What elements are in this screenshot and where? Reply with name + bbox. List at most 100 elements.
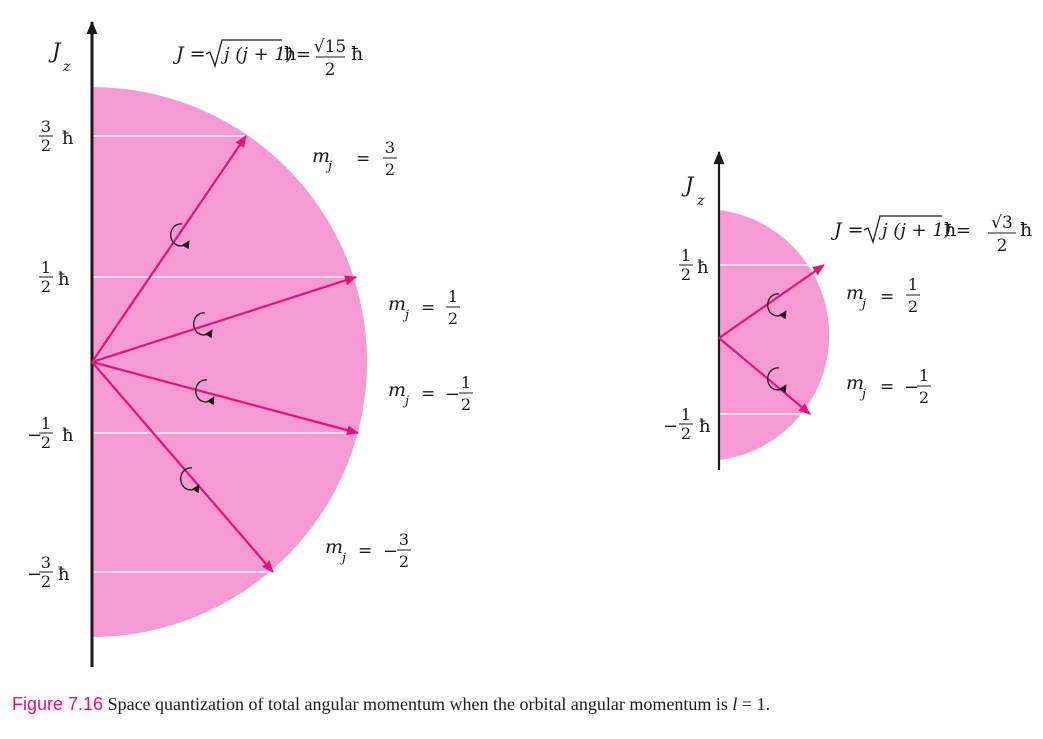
svg-text:2: 2 <box>919 388 929 407</box>
left-diagram: J z J = j (j + 1) ħ = √15 2 ħ 3 2 ħ 1 <box>27 20 473 667</box>
tick-label-1-2: 1 2 ħ <box>679 246 709 284</box>
right-diagram: J z J = j (j + 1) ħ = √3 2 ħ 1 2 ħ − 1 <box>663 150 1032 470</box>
formula-hbar: ħ <box>944 219 956 241</box>
svg-text:1: 1 <box>681 405 691 424</box>
formula-num: √3 <box>991 213 1013 233</box>
svg-text:2: 2 <box>461 395 471 414</box>
mj-label-1-2: m j = 1 2 <box>388 287 460 328</box>
svg-text:=: = <box>421 298 435 318</box>
left-angular-momentum-vectors <box>91 135 359 573</box>
left-level-lines <box>92 135 358 573</box>
vector-m-neg-1-2 <box>91 360 359 435</box>
svg-text:1: 1 <box>461 373 471 392</box>
svg-text:2: 2 <box>681 424 691 443</box>
svg-text:3: 3 <box>41 553 51 572</box>
precession-arrow-icon <box>767 367 787 394</box>
svg-text:ħ: ħ <box>62 425 74 446</box>
svg-text:2: 2 <box>448 309 458 328</box>
left-tick-labels: 3 2 ħ 1 2 ħ − 1 2 ħ − 3 2 <box>27 117 74 591</box>
precession-arrow-icon <box>195 379 215 406</box>
formula-root: j (j + 1) <box>220 44 293 65</box>
svg-text:m: m <box>846 372 864 394</box>
left-axis-sub: z <box>62 59 71 75</box>
precession-arrow-icon <box>170 223 190 250</box>
svg-text:3: 3 <box>41 117 51 136</box>
sqrt-sign <box>205 39 282 69</box>
formula-hbar-2: ħ <box>351 43 363 65</box>
svg-text:=: = <box>358 541 372 561</box>
vector-m-neg-3-2 <box>91 361 274 573</box>
svg-text:−: − <box>445 384 460 405</box>
mj-label-1-2: m j = 1 2 <box>846 275 920 316</box>
svg-text:3: 3 <box>399 530 409 549</box>
tick-label-3-2: 3 2 ħ <box>39 117 74 155</box>
svg-text:m: m <box>325 536 343 558</box>
formula-den: 2 <box>325 60 336 80</box>
svg-text:2: 2 <box>908 297 918 316</box>
mj-label-3-2: m j = 3 2 <box>312 138 397 179</box>
mj-label-neg-1-2: m j = − 1 2 <box>846 366 931 407</box>
tick-label-neg-3-2: − 3 2 ħ <box>27 553 70 591</box>
svg-text:2: 2 <box>399 552 409 571</box>
formula-lhs: J = <box>172 43 206 65</box>
svg-text:1: 1 <box>681 246 691 265</box>
svg-text:=: = <box>356 149 370 169</box>
caption-var: l <box>732 694 738 714</box>
svg-text:−: − <box>27 564 42 585</box>
tick-label-neg-1-2: − 1 2 ħ <box>27 414 74 452</box>
vector-m-neg-1-2 <box>718 337 811 415</box>
precession-arrow-icon <box>767 293 787 320</box>
svg-text:ħ: ħ <box>58 269 70 290</box>
svg-text:1: 1 <box>919 366 929 385</box>
vector-m-1-2 <box>91 275 357 364</box>
svg-text:ħ: ħ <box>699 416 711 437</box>
svg-text:=: = <box>880 287 894 307</box>
svg-text:−: − <box>383 541 398 562</box>
svg-text:=: = <box>421 384 435 404</box>
svg-text:−: − <box>27 425 42 446</box>
caption-text: Space quantization of total angular mome… <box>103 694 733 714</box>
formula-root: j (j + 1) <box>878 220 951 241</box>
left-quantization-disk <box>92 87 367 637</box>
svg-text:1: 1 <box>41 258 51 277</box>
precession-arrow-icon <box>180 467 200 494</box>
svg-text:1: 1 <box>908 275 918 294</box>
right-quantization-disk <box>719 210 830 460</box>
mj-label-neg-1-2: m j = − 1 2 <box>388 373 473 414</box>
right-mj-labels: m j = 1 2 m j = − 1 2 <box>846 275 931 407</box>
precession-arrow-icon <box>193 312 213 339</box>
svg-text:2: 2 <box>41 136 51 155</box>
svg-text:j: j <box>325 159 332 174</box>
formula-den: 2 <box>997 236 1008 256</box>
left-magnitude-formula: J = j (j + 1) ħ = √15 2 ħ <box>172 37 363 80</box>
svg-text:m: m <box>312 145 330 167</box>
left-axis-label: J <box>48 39 62 63</box>
left-mj-labels: m j = 3 2 m j = 1 2 m j = − 1 <box>312 138 473 571</box>
svg-text:=: = <box>880 377 894 397</box>
sqrt-sign <box>863 215 942 245</box>
svg-text:ħ: ħ <box>58 564 70 585</box>
svg-text:1: 1 <box>41 414 51 433</box>
svg-text:j: j <box>339 551 346 566</box>
caption-tail: = 1. <box>737 694 771 714</box>
svg-text:m: m <box>846 282 864 304</box>
right-tick-labels: 1 2 ħ − 1 2 ħ <box>663 246 711 443</box>
svg-text:m: m <box>388 293 406 315</box>
svg-text:2: 2 <box>41 572 51 591</box>
svg-text:2: 2 <box>41 433 51 452</box>
svg-text:j: j <box>859 387 866 402</box>
formula-num: √15 <box>314 37 346 57</box>
tick-label-neg-1-2: − 1 2 ħ <box>663 405 711 443</box>
right-axis-sub: z <box>696 193 705 209</box>
vector-m-1-2 <box>718 264 825 339</box>
svg-text:−: − <box>904 377 919 398</box>
svg-text:ħ: ħ <box>62 128 74 149</box>
right-precession-markers <box>767 293 787 394</box>
vector-m-3-2 <box>91 135 247 363</box>
svg-text:2: 2 <box>681 265 691 284</box>
svg-text:1: 1 <box>448 287 458 306</box>
formula-eq: = <box>956 220 971 241</box>
formula-hbar: ħ <box>284 43 296 65</box>
right-magnitude-formula: J = j (j + 1) ħ = √3 2 ħ <box>830 213 1032 256</box>
